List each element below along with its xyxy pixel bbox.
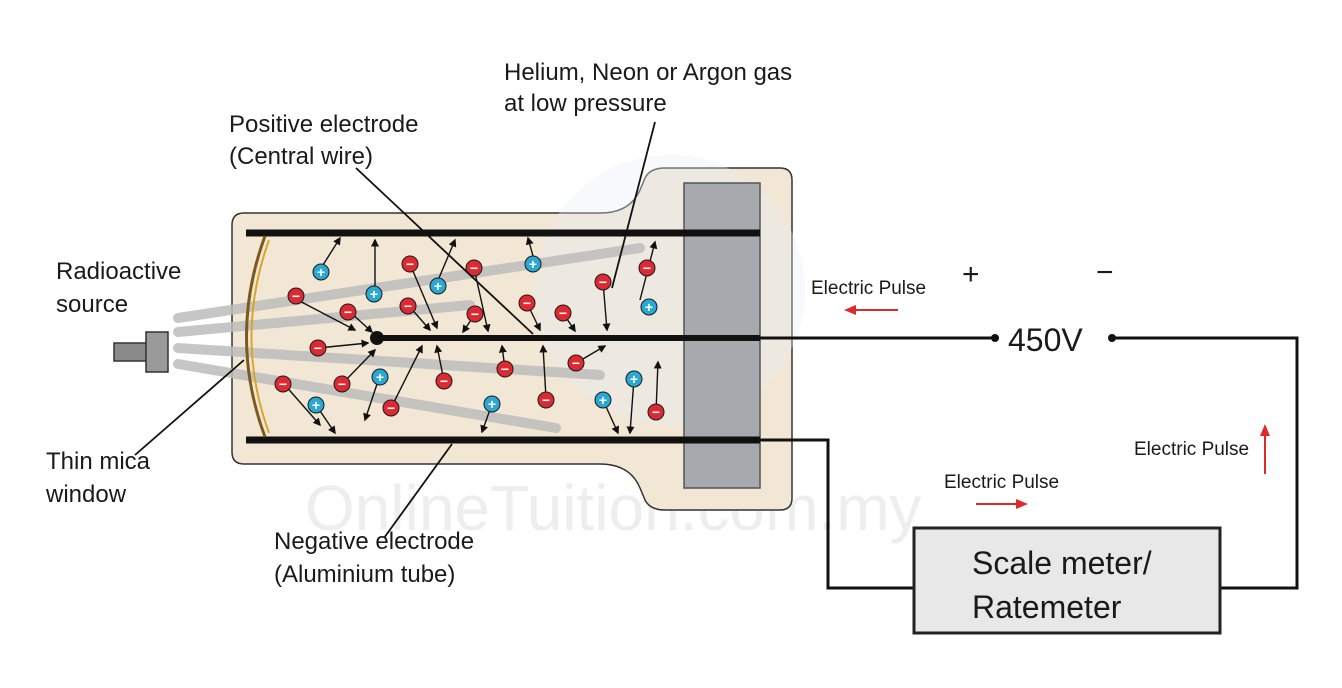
positive-ion: +: [625, 370, 643, 388]
positive-ion: +: [594, 391, 612, 409]
positive-ion: +: [371, 368, 389, 386]
negative-ion: −: [382, 399, 400, 417]
positive-ion: +: [429, 277, 447, 295]
negative-ion: −: [401, 255, 419, 273]
svg-text:−: −: [440, 373, 448, 389]
svg-text:−: −: [338, 376, 346, 392]
svg-text:−: −: [471, 306, 479, 322]
positive-ion: +: [524, 255, 542, 273]
positive-ion: +: [365, 285, 383, 303]
mica-window: [245, 235, 267, 438]
svg-text:+: +: [312, 397, 320, 413]
radioactive-source-label-line2: source: [56, 291, 128, 318]
svg-text:−: −: [387, 400, 395, 416]
negative-ion: −: [594, 273, 612, 291]
negative-ion: −: [399, 297, 417, 315]
negative-electrode-label-line1: Negative electrode: [274, 528, 474, 555]
voltage-label: 450V: [1008, 322, 1083, 358]
positive-electrode-label-line2: (Central wire): [229, 143, 373, 170]
ion-paths: [283, 236, 662, 435]
svg-text:+: +: [370, 286, 378, 302]
ratemeter-box: [912, 526, 1222, 635]
svg-text:−: −: [292, 288, 300, 304]
svg-text:−: −: [344, 304, 352, 320]
electric-pulse-label-bottom: Electric Pulse: [944, 472, 1059, 493]
svg-text:−: −: [542, 392, 550, 408]
battery-terminal-negative: [1108, 334, 1116, 342]
gas-label-line2: at low pressure: [504, 90, 667, 117]
svg-text:+: +: [529, 256, 537, 272]
negative-ion: −: [554, 304, 572, 322]
negative-electrode-label-line2: (Aluminium tube): [274, 561, 455, 588]
radioactive-source-label-line1: Radioactive: [56, 258, 181, 285]
mica-window-highlight: [250, 239, 270, 434]
mica-window-label-line2: window: [45, 481, 127, 508]
positive-ions: + + + + + + + + + +: [307, 255, 658, 414]
svg-text:+: +: [599, 392, 607, 408]
electric-pulse-label-top: Electric Pulse: [811, 278, 926, 299]
minus-sign: −: [1096, 256, 1114, 289]
positive-ion: +: [307, 396, 325, 414]
watermark-circle: [535, 155, 805, 425]
positive-ion: +: [640, 298, 658, 316]
svg-text:+: +: [317, 264, 325, 280]
plus-sign: +: [962, 258, 980, 291]
battery-terminal-positive: [991, 334, 999, 342]
svg-text:−: −: [643, 260, 651, 276]
svg-text:−: −: [314, 340, 322, 356]
svg-text:−: −: [501, 361, 509, 377]
svg-text:+: +: [434, 278, 442, 294]
svg-text:−: −: [599, 274, 607, 290]
electric-pulse-label-right: Electric Pulse: [1134, 439, 1249, 460]
central-wire-tip: [370, 331, 384, 345]
svg-text:+: +: [645, 299, 653, 315]
watermark: OnlineTuition.com.my: [305, 472, 922, 544]
svg-text:−: −: [572, 355, 580, 371]
radioactive-source: [113, 331, 169, 373]
positive-ion: +: [312, 263, 330, 281]
negative-ion: −: [537, 391, 555, 409]
svg-text:−: −: [279, 376, 287, 392]
gas-label-line1: Helium, Neon or Argon gas: [504, 59, 792, 86]
negative-ions: − − − − − − − − − − − − − − − − − − −: [274, 255, 665, 421]
positive-electrode-label-line1: Positive electrode: [229, 111, 418, 138]
negative-ion: −: [465, 259, 483, 277]
negative-ion: −: [287, 287, 305, 305]
negative-ion: −: [567, 354, 585, 372]
negative-ion: −: [638, 259, 656, 277]
positive-ion: +: [483, 395, 501, 413]
circuit-wires: [760, 336, 1299, 590]
svg-text:−: −: [652, 404, 660, 420]
negative-ion: −: [647, 403, 665, 421]
svg-text:−: −: [404, 298, 412, 314]
svg-text:−: −: [470, 260, 478, 276]
negative-ion: −: [333, 375, 351, 393]
negative-ion: −: [435, 372, 453, 390]
svg-text:−: −: [523, 295, 531, 311]
negative-ion: −: [518, 294, 536, 312]
negative-ion: −: [496, 360, 514, 378]
negative-ion: −: [274, 375, 292, 393]
negative-ion: −: [309, 339, 327, 357]
ratemeter-label-line1: Scale meter/: [972, 545, 1152, 581]
leader-lines: [134, 121, 656, 539]
svg-text:+: +: [488, 396, 496, 412]
ratemeter-label-line2: Ratemeter: [972, 589, 1122, 625]
svg-text:+: +: [630, 371, 638, 387]
svg-text:+: +: [376, 369, 384, 385]
negative-ion: −: [339, 303, 357, 321]
svg-text:−: −: [406, 256, 414, 272]
svg-text:−: −: [559, 305, 567, 321]
mica-window-label-line1: Thin mica: [46, 448, 151, 475]
negative-ion: −: [466, 305, 484, 323]
